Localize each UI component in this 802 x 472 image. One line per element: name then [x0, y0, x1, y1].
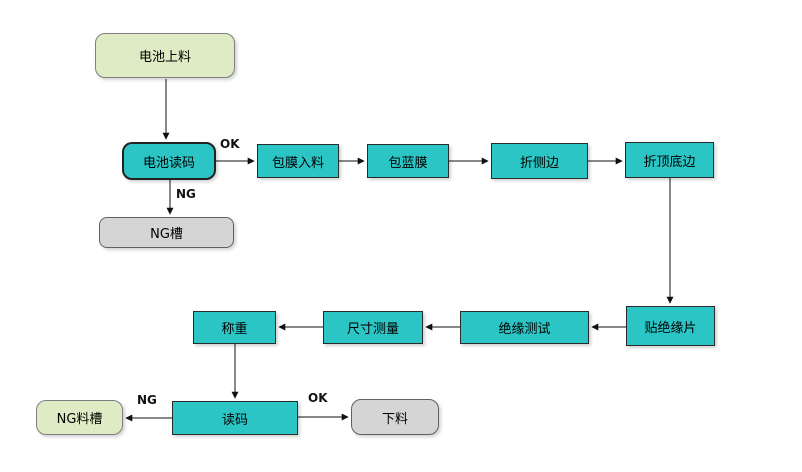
node-dimension-measure: 尺寸测量	[323, 311, 423, 344]
node-film-wrap-feed: 包膜入料	[257, 144, 339, 178]
node-battery-scan: 电池读码	[122, 142, 216, 180]
node-fold-side: 折侧边	[491, 143, 588, 179]
edge-label-recheck-ok: OK	[308, 391, 328, 405]
node-weighing: 称重	[193, 311, 276, 344]
node-ng-slot: NG槽	[99, 217, 234, 248]
node-battery-loading: 电池上料	[95, 33, 235, 78]
edge-label-recheck-ng: NG	[137, 393, 157, 407]
edge-label-scan-ng: NG	[176, 187, 196, 201]
edge-label-scan-ok: OK	[220, 137, 240, 151]
node-ng-chute: NG料槽	[36, 400, 123, 435]
node-insulation-test: 绝缘测试	[460, 311, 589, 344]
node-fold-top-bottom: 折顶底边	[625, 142, 714, 178]
node-blue-film-wrap: 包蓝膜	[367, 144, 449, 178]
node-unload: 下料	[351, 399, 439, 435]
node-code-scan: 读码	[172, 401, 298, 435]
node-attach-insulation: 贴绝缘片	[626, 306, 715, 346]
